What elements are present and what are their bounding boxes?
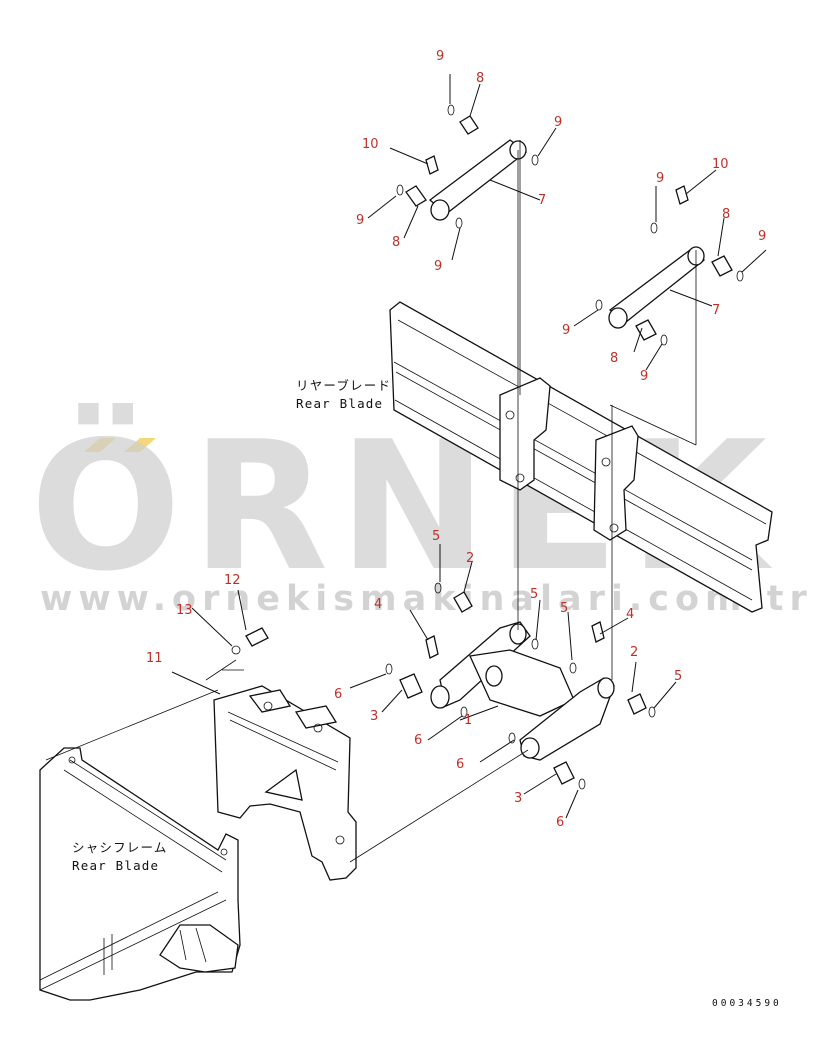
chassis-frame	[39, 747, 241, 1001]
callout-8: 8	[610, 351, 618, 366]
callout-6: 6	[334, 687, 342, 702]
callout-7: 7	[538, 193, 546, 208]
callout-3: 3	[370, 709, 378, 724]
callout-9: 9	[562, 323, 570, 338]
callout-9: 9	[356, 213, 364, 228]
pin-3b	[553, 761, 575, 785]
callout-5: 5	[530, 587, 538, 602]
callout-12: 12	[224, 573, 241, 588]
callouts: 9 8 9 10 7 9 8 9 10 9 8 9 7 9 8 9 5 2 12…	[146, 49, 766, 830]
caption-chassis-en: Rear Blade	[72, 858, 159, 873]
pin-2a	[453, 591, 473, 613]
grease-fitting-4b	[591, 621, 605, 643]
callout-11: 11	[146, 651, 163, 666]
callout-2: 2	[466, 551, 474, 566]
grease-fitting-10a	[425, 155, 439, 175]
upper-right-link	[608, 246, 733, 341]
alignment-lines	[45, 140, 697, 863]
callout-9: 9	[436, 49, 444, 64]
pin-2b	[627, 693, 647, 715]
grease-fitting-4a	[425, 635, 439, 659]
caption-rear-blade-jp: リヤーブレード	[296, 378, 391, 393]
callout-10: 10	[362, 137, 379, 152]
grease-fitting-10b	[675, 185, 689, 205]
pin-3a	[399, 673, 423, 699]
callout-8: 8	[722, 207, 730, 222]
callout-5: 5	[560, 601, 568, 616]
rear-blade	[389, 301, 773, 613]
small-parts	[231, 104, 744, 790]
lower-linkage	[430, 621, 615, 761]
callout-6: 6	[556, 815, 564, 830]
callout-10: 10	[712, 157, 729, 172]
callout-3: 3	[514, 791, 522, 806]
callout-9: 9	[554, 115, 562, 130]
callout-5: 5	[674, 669, 682, 684]
watermark-url: www.ornekismakinalari.com.tr	[40, 579, 813, 619]
callout-8: 8	[476, 71, 484, 86]
watermark-accent-right	[124, 438, 156, 452]
caption-rear-blade-en: Rear Blade	[296, 396, 383, 411]
callout-6: 6	[414, 733, 422, 748]
callout-9: 9	[434, 259, 442, 274]
bolt-12	[245, 627, 269, 647]
callout-4: 4	[374, 597, 382, 612]
callout-9: 9	[656, 171, 664, 186]
callout-1: 1	[464, 713, 472, 728]
drawing-code: 00034590	[712, 998, 782, 1009]
callout-7: 7	[712, 303, 720, 318]
caption-chassis-jp: シャシフレーム	[72, 840, 168, 855]
callout-5: 5	[432, 529, 440, 544]
watermark-accent-left	[84, 438, 116, 452]
callout-9: 9	[640, 369, 648, 384]
callout-6: 6	[456, 757, 464, 772]
upper-left-link	[405, 115, 528, 221]
captions: リヤーブレード Rear Blade シャシフレーム Rear Blade 00…	[72, 378, 782, 1009]
mounting-bracket	[213, 685, 357, 881]
callout-8: 8	[392, 235, 400, 250]
callout-2: 2	[630, 645, 638, 660]
callout-4: 4	[626, 607, 634, 622]
leader-lines	[171, 74, 767, 819]
callout-9: 9	[758, 229, 766, 244]
callout-13: 13	[176, 603, 193, 618]
